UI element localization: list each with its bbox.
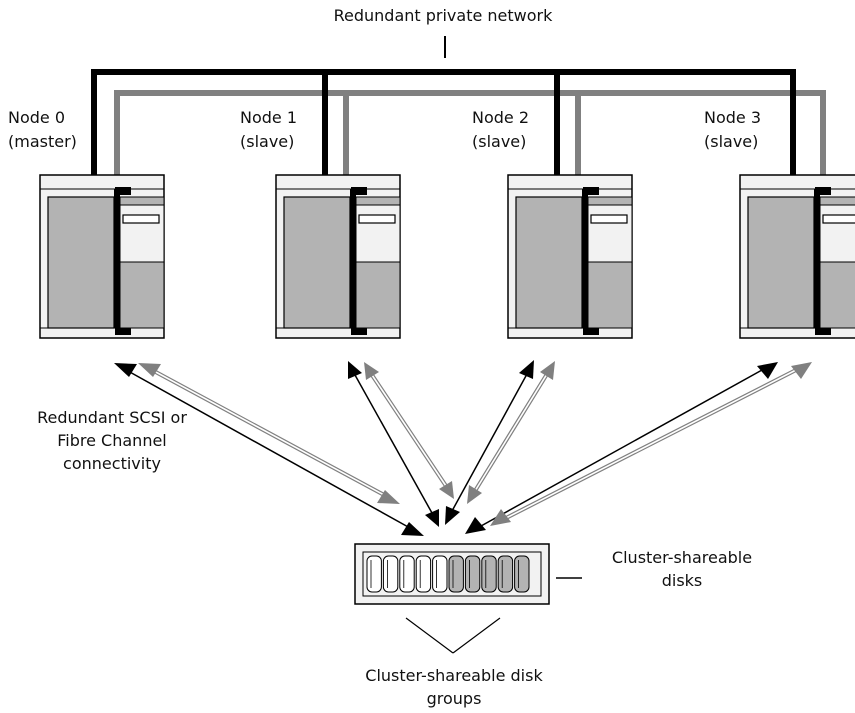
disk-slot	[448, 555, 464, 593]
node-3-server	[739, 174, 855, 339]
disk-slot	[464, 555, 481, 593]
node-1-server	[275, 174, 401, 339]
disk-slot	[399, 555, 415, 593]
link-node-1-black	[348, 361, 439, 527]
node-1-role: (slave)	[240, 132, 295, 151]
link-node-3-gray	[490, 362, 812, 526]
shared-disk-array	[354, 543, 550, 605]
node-1-name: Node 1	[240, 108, 298, 127]
node-2-server	[507, 174, 633, 339]
disk-slot	[497, 555, 514, 593]
link-node-1-gray	[364, 362, 454, 499]
disk-slot	[481, 555, 497, 593]
disk-slot	[366, 555, 382, 593]
connectivity-links	[114, 360, 812, 536]
disk-slot	[514, 555, 530, 593]
disk-slot	[382, 555, 399, 593]
disk-groups-label-line2: groups	[426, 689, 482, 708]
link-node-0-black	[114, 363, 424, 536]
primary-private-network	[91, 69, 796, 182]
node-0-server	[39, 174, 165, 339]
disk-slot	[432, 555, 448, 593]
secondary-private-network	[114, 90, 826, 182]
disks-label-line2: disks	[661, 571, 703, 590]
disk-slot	[415, 555, 432, 593]
disks-label-line1: Cluster-shareable	[611, 548, 753, 567]
link-node-3-black	[465, 362, 778, 534]
node-3-role: (slave)	[704, 132, 759, 151]
network-label: Redundant private network	[333, 6, 553, 25]
node-2-role: (slave)	[472, 132, 527, 151]
node-2-name: Node 2	[472, 108, 530, 127]
connectivity-label-line1: Redundant SCSI or	[37, 408, 187, 427]
link-node-0-gray	[138, 363, 400, 504]
link-node-2-black	[445, 360, 534, 525]
node-0-name: Node 0	[8, 108, 66, 127]
disk-groups-bracket	[405, 617, 501, 654]
connectivity-label-line3: connectivity	[63, 454, 161, 473]
node-3-name: Node 3	[704, 108, 762, 127]
node-0-role: (master)	[8, 132, 77, 151]
disk-groups-label-line1: Cluster-shareable disk	[365, 666, 543, 685]
connectivity-label-line2: Fibre Channel	[57, 431, 167, 450]
link-node-2-gray	[467, 361, 555, 504]
